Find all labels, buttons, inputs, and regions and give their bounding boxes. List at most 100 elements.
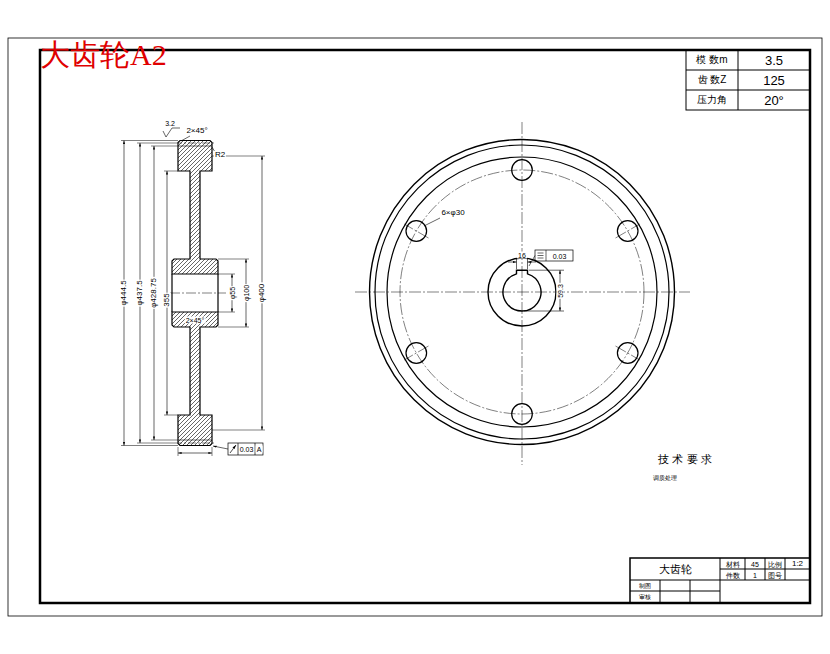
extension-lines [121, 445, 178, 446]
extension-lines [151, 440, 178, 441]
dimension: 16 [517, 252, 527, 259]
center-lines [522, 122, 523, 465]
extension-lines [218, 259, 249, 260]
extension-lines [212, 447, 213, 456]
title-block-cell: 比例 [767, 560, 783, 567]
title-block-cell: 图号 [767, 571, 783, 578]
dimension: φ444.5 [120, 279, 128, 306]
parameter-table [686, 90, 810, 91]
gear-section [172, 141, 218, 275]
gear-outline [178, 440, 212, 441]
front-dimensions [527, 259, 528, 269]
center-lines [404, 346, 428, 360]
front-dimensions [424, 218, 440, 226]
datum-letter: A [256, 446, 263, 453]
table-cell: 模 数m [695, 55, 728, 65]
parameter-table [686, 70, 810, 71]
extension-lines [218, 312, 235, 313]
gear-outline [174, 443, 216, 444]
dimension: φ437.5 [136, 279, 144, 306]
title-block [630, 580, 810, 581]
extension-lines [164, 171, 178, 172]
roughness-value: 3.2 [164, 120, 176, 127]
gear-section [172, 312, 218, 446]
dimension: φ100 [243, 284, 250, 302]
extension-lines [137, 143, 174, 144]
title-block [630, 558, 810, 603]
leader-lines [163, 128, 228, 449]
title-block-cell: 材料 [725, 560, 741, 567]
center-lines [355, 122, 690, 465]
title-block-cell: 1 [752, 571, 758, 578]
tolerance-frame [228, 443, 263, 455]
title-block [745, 558, 746, 580]
extension-lines [137, 443, 174, 444]
front-dimensions [524, 311, 564, 312]
extension-lines [218, 274, 235, 275]
title-block [660, 580, 661, 603]
leader-lines [213, 446, 228, 449]
front-dimensions [538, 253, 544, 254]
table-cell: 压力角 [696, 95, 728, 105]
leader-lines [163, 128, 180, 137]
center-lines [616, 346, 640, 360]
dimension: φ400 [258, 283, 266, 304]
title-block-cell: 1:2 [791, 560, 804, 568]
parameter-table [686, 50, 810, 110]
extension-lines [121, 140, 178, 141]
title-block [785, 558, 786, 580]
leader-lines [181, 136, 190, 141]
gear-outline [170, 143, 226, 443]
dimension-lines [178, 453, 212, 454]
center-lines [355, 292, 690, 293]
title-block-cell: 45 [750, 560, 760, 567]
sheet-frame [40, 50, 810, 603]
sheet-frame [8, 38, 822, 616]
tolerance-value: 0.03 [239, 446, 255, 453]
title-block [630, 591, 720, 592]
front-dimensions [529, 270, 564, 271]
center-lines [404, 224, 428, 238]
dimension: 355 [163, 292, 171, 307]
extension-lines [164, 415, 178, 416]
center-lines [616, 224, 640, 238]
front-dimensions [538, 255, 544, 256]
extension-lines [178, 447, 179, 456]
parameter-table [738, 50, 739, 110]
tolerance-frame [230, 445, 236, 453]
dimension: 59.3 [557, 283, 564, 299]
radius-note: R2 [214, 151, 226, 159]
notes-heading: 技 术 要 求 [657, 454, 712, 465]
sheet-frame [8, 38, 822, 616]
note: 调质处理 [652, 475, 678, 481]
dimension: φ428.75 [150, 277, 158, 309]
front-dimensions [546, 250, 547, 261]
front-dimensions [538, 258, 544, 259]
table-cell: 20° [763, 94, 785, 107]
title-block [690, 580, 691, 603]
extension-lines [212, 430, 265, 431]
title-block [765, 558, 766, 580]
parameter-table [686, 50, 810, 110]
table-cell: 齿 数Z [697, 75, 728, 85]
tolerance-frame [228, 443, 263, 455]
dimension-lines [124, 141, 262, 454]
title-block-cell: 制图 [638, 583, 652, 589]
dimension: φ55 [229, 286, 236, 300]
table-cell: 3.5 [764, 54, 784, 67]
front-dimensions [516, 259, 517, 269]
title-block [630, 558, 810, 603]
front-dimensions [529, 256, 535, 267]
table-cell: 125 [762, 74, 786, 87]
title-block-cell: 件数 [725, 571, 741, 578]
chamfer-note: 2×45° [185, 317, 206, 324]
front-dimensions [508, 262, 517, 263]
title-block-cell: 大齿轮 [658, 564, 693, 575]
extension-lines [151, 146, 178, 147]
gear-outline [174, 143, 216, 144]
chamfer-note: 2×45° [185, 127, 208, 135]
title-block-cell: 审核 [638, 594, 652, 600]
gear-outline [178, 146, 212, 147]
extension-lines [218, 327, 249, 328]
tolerance-value: 0.03 [552, 252, 568, 259]
